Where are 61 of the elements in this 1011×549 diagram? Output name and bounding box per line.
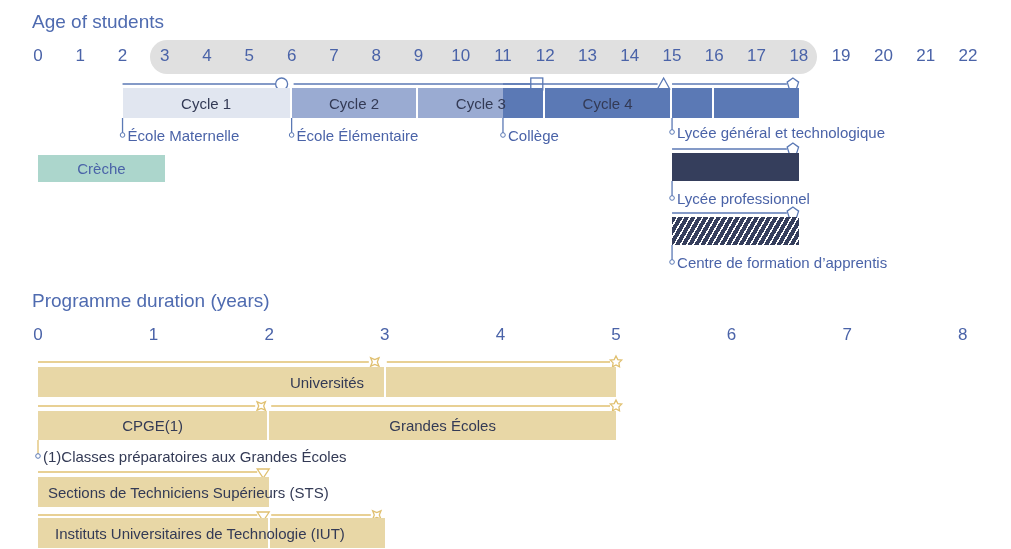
axis-tick-label: 0 — [33, 325, 43, 345]
axis-tick-label: 13 — [578, 46, 597, 66]
school-label: Collège — [507, 126, 559, 144]
programme-bar: Grandes Écoles — [269, 411, 616, 440]
leader-line — [669, 117, 675, 135]
leader-line — [500, 117, 506, 138]
axis-tick-label: 7 — [842, 325, 852, 345]
axis-tick-label: 10 — [451, 46, 471, 66]
axis-tick-label: 18 — [789, 46, 809, 66]
school-bar — [672, 88, 713, 118]
axis-tick-label: 15 — [662, 46, 682, 66]
axis-tick-label: 9 — [413, 46, 424, 66]
axis-tick-label: 8 — [371, 46, 381, 66]
school-bar — [714, 88, 799, 118]
axis-tick-label: 8 — [958, 325, 968, 345]
axis-tick-label: 14 — [620, 46, 640, 66]
school-bar — [672, 153, 799, 181]
footnote: (1)Classes préparatoires aux Grandes Écoles — [43, 447, 347, 465]
axis-tick-label: 7 — [329, 46, 339, 66]
school-label: École Maternelle — [127, 126, 240, 144]
cycle-bar: Cycle 2 — [291, 88, 417, 118]
axis-tick-label: 5 — [244, 46, 255, 66]
axis-tick-label: 6 — [286, 46, 297, 66]
axis-tick-label: 3 — [160, 46, 170, 66]
leader-line — [669, 180, 675, 201]
axis-tick-label: 2 — [117, 46, 128, 66]
axis-tick-label: 22 — [958, 46, 978, 66]
axis-tick-label: 5 — [611, 325, 621, 345]
axis-tick-label: 1 — [75, 46, 85, 66]
school-label: Centre de formation d’apprentis — [677, 253, 888, 271]
cycle-bar: Cycle 4 — [545, 88, 671, 118]
programme-bar: CPGE(1) — [38, 411, 268, 440]
programme-bar: Universités — [38, 367, 616, 397]
leader-line — [288, 117, 295, 138]
cycle-bar: Cycle 3 — [418, 88, 544, 118]
axis-title: Programme duration (years) — [32, 290, 270, 312]
school-label: Lycée professionnel — [677, 189, 810, 207]
school-bar — [672, 217, 799, 245]
axis-tick-label: 20 — [873, 46, 893, 66]
leader-line — [119, 117, 126, 138]
axis-tick-label: 12 — [535, 46, 555, 66]
cycle-bar: Cycle 1 — [122, 88, 290, 118]
leader-line — [669, 244, 675, 265]
axis-tick-label: 21 — [916, 46, 936, 66]
axis-tick-label: 3 — [380, 325, 390, 345]
axis-title: Age of students — [32, 11, 165, 33]
axis-tick-label: 11 — [494, 46, 512, 66]
leader-line — [35, 439, 41, 459]
axis-tick-label: 19 — [831, 46, 851, 66]
school-label: École Élémentaire — [296, 126, 419, 144]
axis-tick-label: 2 — [264, 325, 274, 345]
axis-tick-label: 17 — [747, 46, 767, 66]
programme-bar: Instituts Universitaires de Technologie (IUT) — [38, 518, 385, 548]
axis-tick-label: 1 — [148, 325, 159, 345]
axis-tick-label: 4 — [495, 325, 506, 345]
axis-tick-label: 4 — [202, 46, 212, 66]
axis-tick-label: 0 — [33, 46, 43, 66]
creche-bar: Crèche — [38, 155, 165, 182]
axis-tick-label: 6 — [726, 325, 737, 345]
school-label: Lycée général et technologique — [677, 123, 885, 141]
axis-tick-label: 16 — [704, 46, 724, 66]
